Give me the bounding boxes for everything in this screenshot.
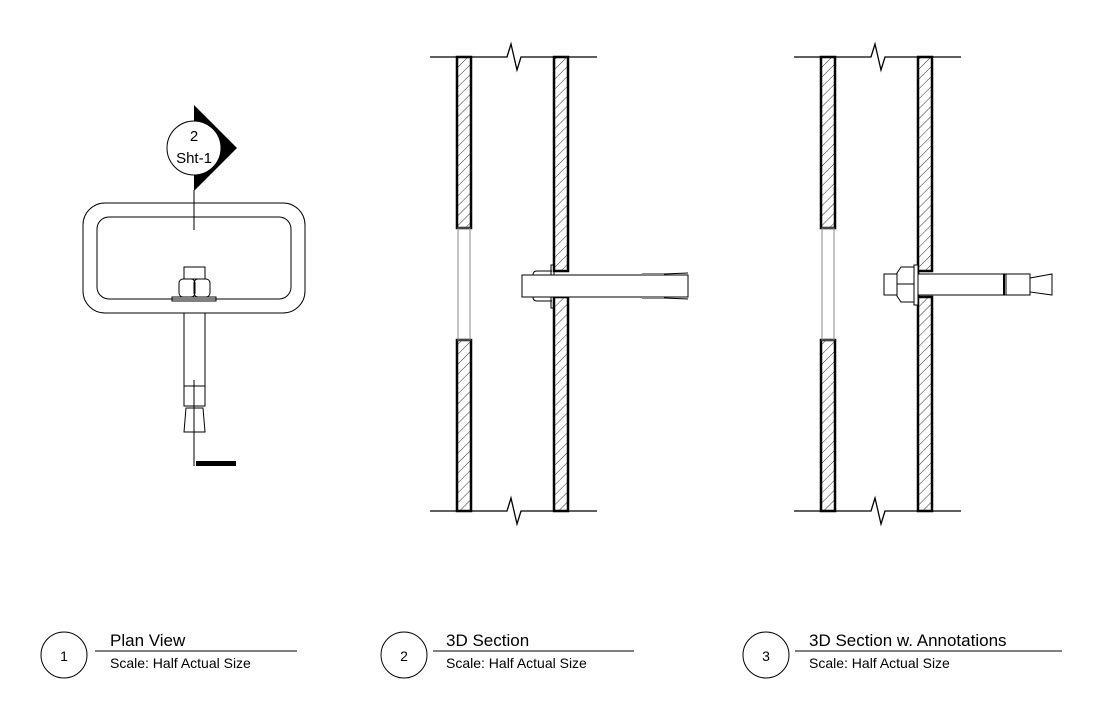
detail-title: Plan View: [110, 631, 186, 650]
detail-title-2: 2 3D Section Scale: Half Actual Size: [380, 631, 634, 679]
detail-title-1: 1 Plan View Scale: Half Actual Size: [40, 631, 297, 679]
section-2-drawing: [428, 42, 689, 526]
detail-title: 3D Section w. Annotations: [809, 631, 1007, 650]
detail-title-3: 3 3D Section w. Annotations Scale: Half …: [742, 631, 1062, 679]
detail-number: 3: [762, 648, 770, 664]
section-marker-sheet: Sht-1: [176, 150, 212, 167]
plan-view-drawing: [82, 190, 306, 466]
section-marker-number: 2: [190, 128, 198, 145]
section-3-drawing: [792, 42, 1053, 526]
detail-scale: Scale: Half Actual Size: [110, 655, 251, 671]
detail-scale: Scale: Half Actual Size: [446, 655, 587, 671]
section-marker[interactable]: 2 Sht-1: [166, 105, 237, 191]
detail-number: 1: [60, 648, 68, 664]
detail-scale: Scale: Half Actual Size: [809, 655, 950, 671]
detail-number: 2: [400, 648, 408, 664]
detail-title: 3D Section: [446, 631, 529, 650]
